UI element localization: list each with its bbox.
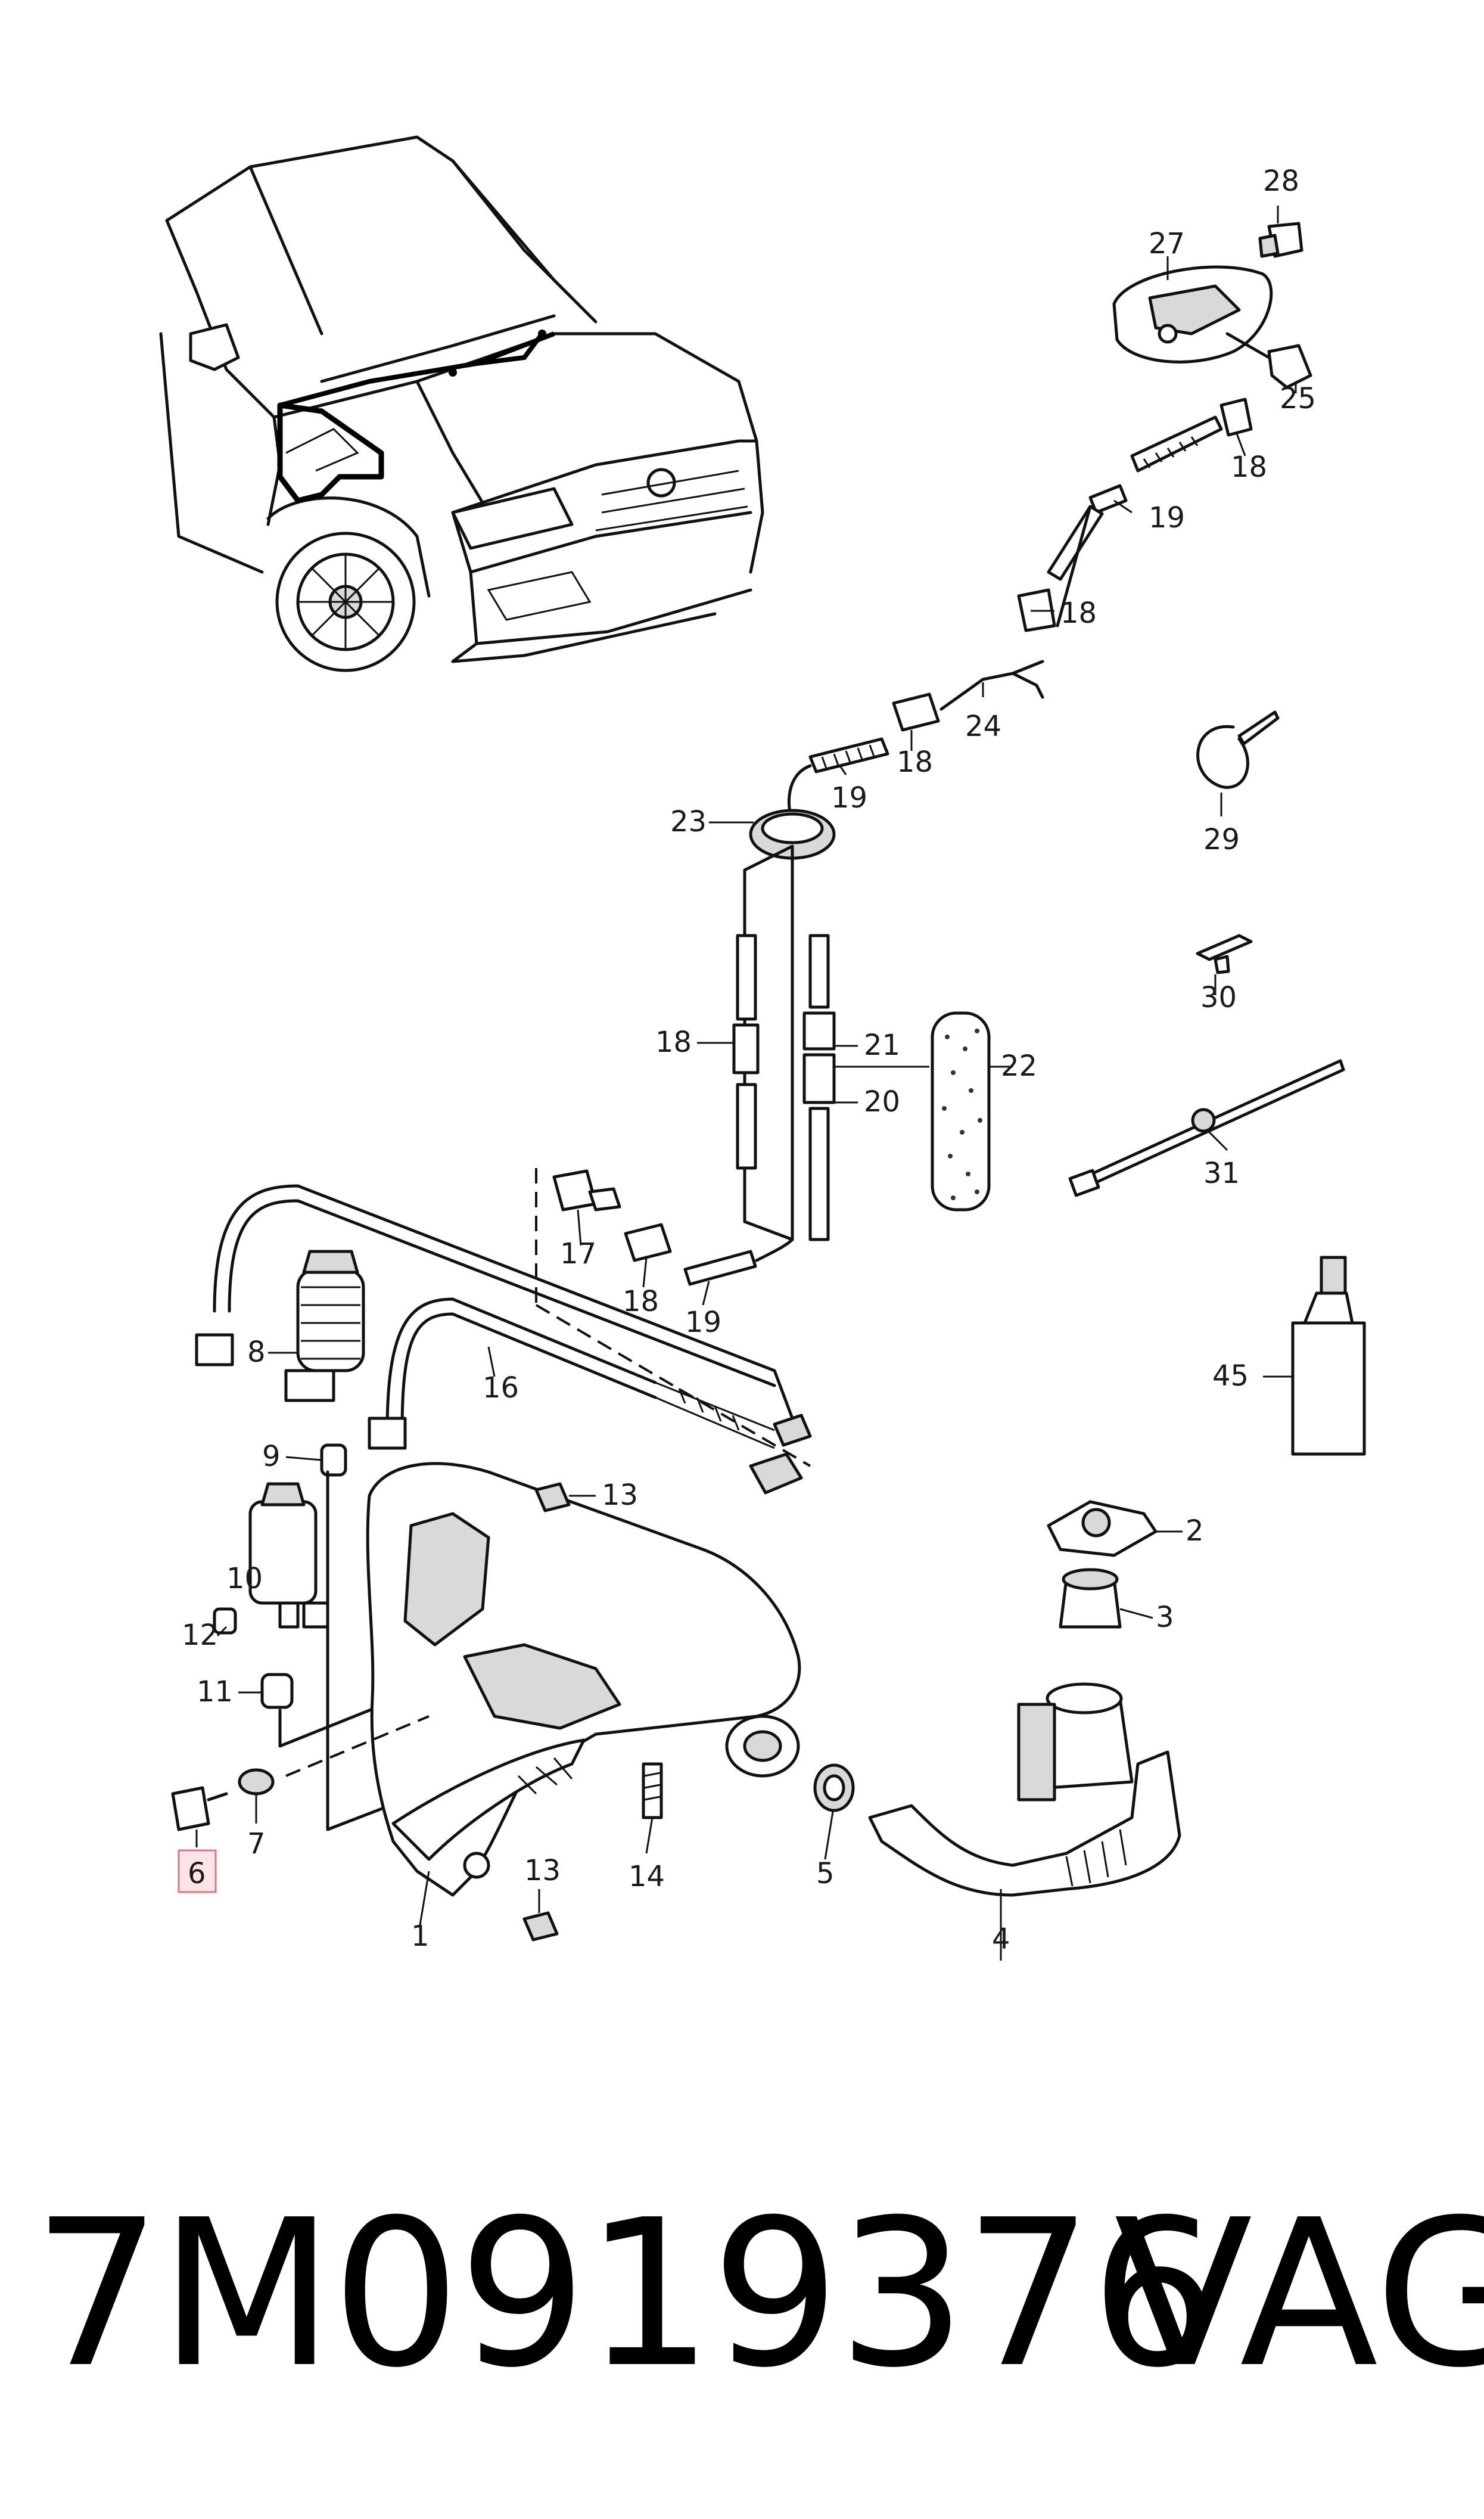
- callout-28: 28: [1263, 164, 1299, 198]
- callout-22: 22: [1001, 1049, 1037, 1083]
- callout-25: 25: [1280, 382, 1316, 415]
- exploded-parts-diagram: 28 27 25 18 19 18 24 18 19 23 18 21 20 2…: [159, 135, 1366, 1961]
- callout-1: 1: [411, 1919, 430, 1953]
- callout-13a: 13: [602, 1479, 638, 1512]
- washer-jet-assembly: [749, 222, 1312, 860]
- callout-6-highlight: [178, 1849, 217, 1893]
- callout-23: 23: [670, 805, 707, 838]
- callout-18a: 18: [1231, 451, 1267, 484]
- callout-2: 2: [1186, 1514, 1204, 1548]
- callout-9: 9: [262, 1440, 281, 1473]
- callout-27: 27: [1149, 227, 1185, 260]
- callout-14: 14: [629, 1860, 665, 1893]
- accessory-parts: [1068, 710, 1366, 1456]
- callout-24: 24: [965, 710, 1001, 743]
- callout-6: 6: [188, 1857, 206, 1890]
- callout-21: 21: [864, 1029, 900, 1062]
- part-number: 7M0919376: [33, 2176, 1219, 2412]
- callout-labels: 28 27 25 18 19 18 24 18 19 23 18 21 20 2…: [178, 164, 1316, 1956]
- callout-19b: 19: [831, 781, 867, 815]
- callout-8: 8: [247, 1335, 266, 1369]
- callout-16: 16: [483, 1371, 519, 1405]
- callout-18b: 18: [1060, 597, 1097, 630]
- callout-18c: 18: [897, 746, 933, 779]
- callout-10: 10: [226, 1562, 263, 1595]
- callout-3: 3: [1156, 1601, 1174, 1634]
- callout-17: 17: [560, 1237, 596, 1271]
- callout-20: 20: [864, 1085, 900, 1119]
- callout-7: 7: [247, 1827, 266, 1860]
- callout-45: 45: [1212, 1359, 1249, 1393]
- callout-31: 31: [1203, 1157, 1240, 1190]
- callout-19c: 19: [685, 1306, 721, 1339]
- callout-12: 12: [182, 1619, 218, 1652]
- brand-label: VAG: [1114, 2176, 1484, 2412]
- hose-section-bracket: [535, 844, 991, 1467]
- vehicle-front-illustration: [159, 135, 764, 672]
- callout-19a: 19: [1149, 501, 1185, 535]
- callout-29: 29: [1203, 823, 1240, 856]
- callout-11: 11: [197, 1675, 233, 1709]
- callout-30: 30: [1200, 981, 1237, 1014]
- callout-5: 5: [816, 1857, 835, 1890]
- callout-4: 4: [992, 1922, 1010, 1956]
- leader-lines: [195, 206, 1297, 1961]
- callout-13b: 13: [524, 1854, 561, 1887]
- washer-reservoir-assembly: [171, 1184, 1181, 1942]
- callout-18d: 18: [655, 1026, 692, 1059]
- callout-18e: 18: [623, 1285, 659, 1318]
